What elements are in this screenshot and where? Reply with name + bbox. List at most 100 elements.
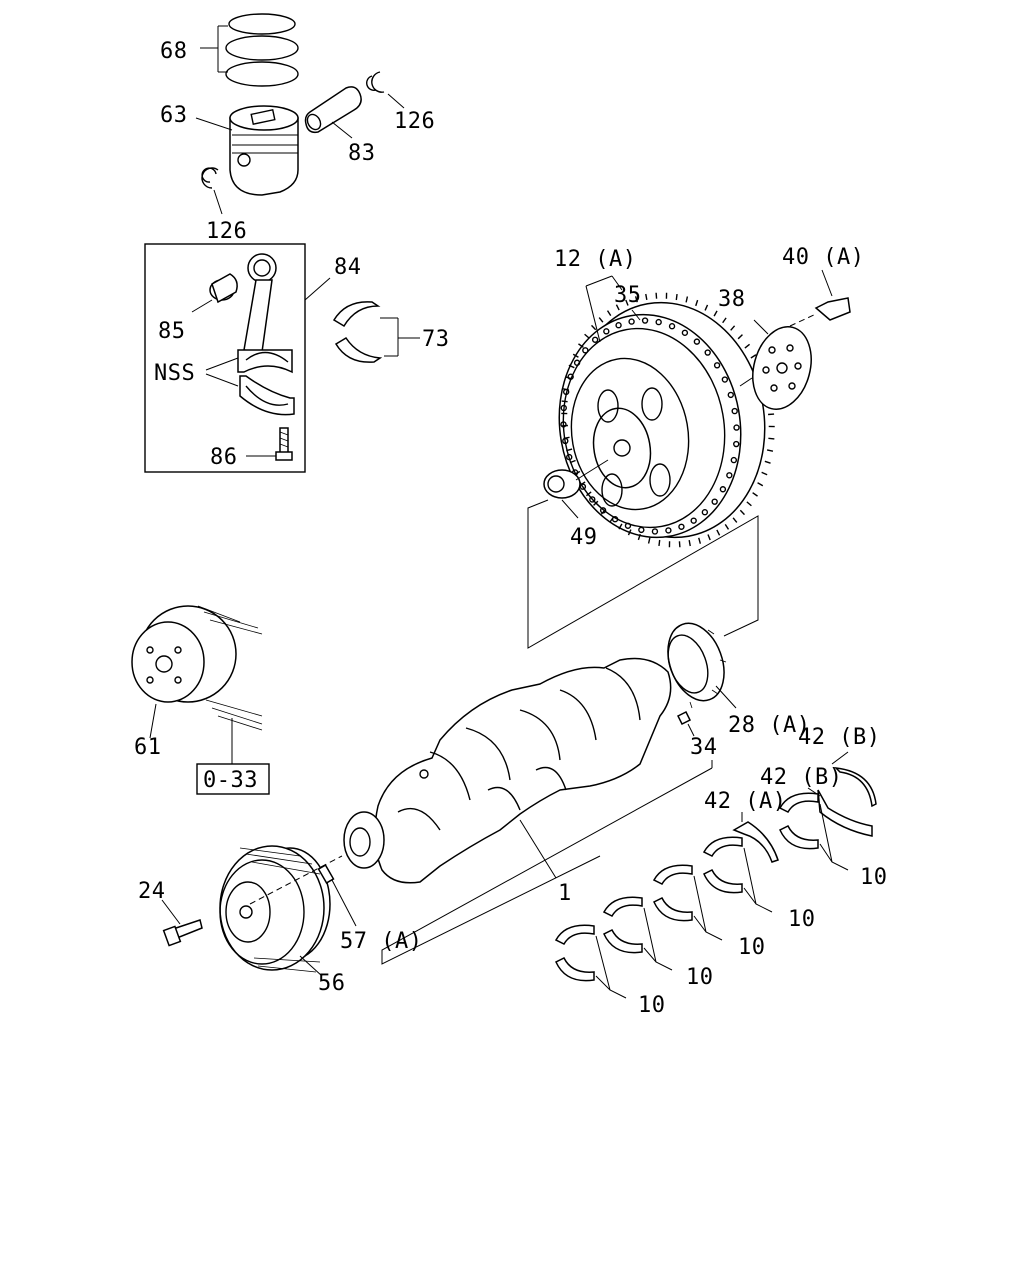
flywheel-hole xyxy=(641,317,649,324)
flywheel-hole xyxy=(567,373,574,380)
gear-tooth xyxy=(739,509,745,516)
main-bearing-pair xyxy=(778,792,849,871)
gear-tooth xyxy=(566,448,573,452)
flywheel-hole xyxy=(731,407,738,415)
flywheel-hole xyxy=(719,486,727,493)
gear-tooth xyxy=(764,460,771,464)
label-flywheel-assy: 12 (A) xyxy=(554,247,636,272)
gear-tooth xyxy=(568,364,575,369)
flywheel-hole xyxy=(589,496,596,503)
pilot-bearing xyxy=(543,459,609,519)
gear-tooth xyxy=(724,523,730,530)
gear-tooth xyxy=(569,459,576,464)
main-bearings xyxy=(554,792,849,999)
gear-tooth xyxy=(732,517,738,523)
flywheel-hole xyxy=(615,322,622,329)
flywheel-hole xyxy=(638,526,645,534)
flywheel-hole xyxy=(693,338,701,345)
main-bearing-pair xyxy=(554,924,627,999)
label-snap-ring-left: 126 xyxy=(206,219,247,244)
gear-tooth xyxy=(713,310,718,317)
gear-tooth xyxy=(761,471,768,476)
flywheel-hole xyxy=(655,318,662,326)
main-bearing-pair xyxy=(602,896,673,971)
gear-tooth xyxy=(561,400,568,403)
flywheel-hole xyxy=(603,328,610,335)
gear-tooth xyxy=(593,500,599,506)
flywheel-hole xyxy=(665,527,672,534)
label-pulley-bolt: 24 xyxy=(138,879,166,904)
gear-tooth xyxy=(600,509,606,515)
crankshaft xyxy=(343,657,672,884)
label-ring-gear: 35 xyxy=(614,283,642,308)
flywheel-hole xyxy=(573,359,581,366)
label-key: 34 xyxy=(690,735,718,760)
pulley-bolt xyxy=(161,899,203,947)
flywheel-hole xyxy=(560,404,567,412)
flywheel-hole xyxy=(599,507,607,514)
gear-tooth xyxy=(645,293,648,300)
gear-tooth xyxy=(647,537,651,544)
flywheel-hole xyxy=(726,472,733,479)
gear-tooth xyxy=(627,529,632,536)
flywheel-hole xyxy=(562,437,569,445)
gear-tooth xyxy=(737,334,743,340)
label-pulley-ref: 61 xyxy=(134,735,162,760)
flywheel-plate xyxy=(739,319,812,410)
gear-tooth xyxy=(730,325,736,331)
gear-tooth xyxy=(698,537,702,544)
flywheel-hole xyxy=(611,516,619,523)
label-piston-rings: 68 xyxy=(160,39,188,64)
flywheel-hole xyxy=(582,347,589,354)
gear-tooth xyxy=(707,534,711,541)
flywheel-hole xyxy=(733,440,740,448)
label-crank-pulley: 56 xyxy=(318,971,346,996)
gear-tooth xyxy=(637,533,641,541)
gear-tooth xyxy=(625,299,629,306)
label-pulley-pin: 57 (A) xyxy=(340,929,422,954)
gear-tooth xyxy=(585,491,592,497)
flywheel-hole xyxy=(628,318,635,325)
label-main-bearing: 10 xyxy=(788,907,816,932)
label-flywheel-bolt: 40 (A) xyxy=(782,245,864,270)
flywheel-hole xyxy=(651,528,659,535)
callout-labels: 68 63 83 126 126 84 85 NSS 86 73 12 (A) … xyxy=(134,39,888,1018)
label-crankshaft: 1 xyxy=(558,881,572,906)
gear-tooth xyxy=(584,333,590,339)
label-main-bearing: 10 xyxy=(860,865,888,890)
gear-tooth xyxy=(722,317,727,324)
label-piston-pin: 83 xyxy=(348,141,376,166)
piston xyxy=(195,105,299,196)
gear-tooth xyxy=(716,529,721,536)
label-main-bearing: 10 xyxy=(638,993,666,1018)
gear-tooth xyxy=(757,482,764,487)
gear-tooth xyxy=(744,343,751,349)
flywheel-hole xyxy=(678,523,685,530)
flywheel-hole xyxy=(681,329,689,336)
thrust-washer-upper xyxy=(831,751,877,808)
flywheel-hole xyxy=(560,421,567,428)
gear-tooth xyxy=(768,437,775,440)
label-snap-ring-right: 126 xyxy=(394,109,435,134)
snap-ring-right xyxy=(366,71,405,109)
flywheel-hole xyxy=(562,388,570,396)
flywheel-hole xyxy=(566,453,573,461)
gear-tooth xyxy=(688,540,691,547)
flywheel-hole xyxy=(721,376,729,383)
label-reference-box: 0-33 xyxy=(203,768,258,793)
gear-tooth xyxy=(658,539,661,547)
con-rod-bearing xyxy=(332,301,420,363)
con-rod-box xyxy=(144,243,331,473)
piston-rings xyxy=(200,13,299,87)
pulley-pin xyxy=(317,864,357,927)
flywheel-hole xyxy=(733,424,740,431)
flywheel-bolt xyxy=(789,269,851,327)
flywheel-hole xyxy=(704,349,711,356)
gear-tooth xyxy=(598,317,604,323)
gear-tooth xyxy=(572,353,579,358)
gear-tooth xyxy=(591,324,597,331)
gear-tooth xyxy=(606,310,612,317)
gear-tooth xyxy=(675,293,678,301)
label-thrust-washer-a: 42 (A) xyxy=(704,789,786,814)
